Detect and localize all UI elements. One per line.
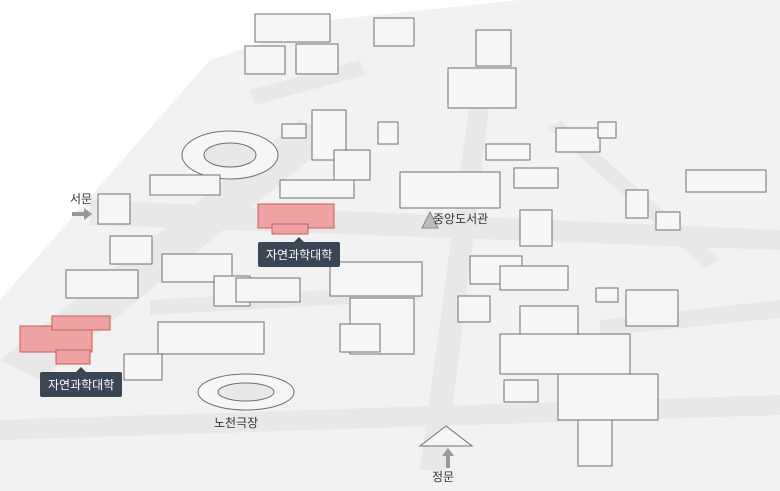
building-e5 [685, 169, 767, 193]
building-e1 [485, 143, 531, 161]
label-west-gate[interactable]: 서문 [70, 192, 93, 206]
building-s4 [577, 419, 613, 467]
building-w3 [109, 235, 153, 265]
library-building [399, 171, 501, 209]
building-c6 [329, 261, 423, 297]
building-w7 [235, 277, 301, 303]
library-marker-icon [421, 210, 439, 229]
building-w2 [97, 193, 131, 225]
building-e3 [555, 127, 601, 153]
building-m2 [499, 265, 569, 291]
building-c1 [281, 123, 307, 139]
arrow-right-icon [72, 208, 92, 220]
building-sw2 [123, 353, 163, 381]
building-s2 [503, 379, 539, 403]
building-c8 [339, 323, 381, 353]
callout-science-top[interactable]: 자연과학대학 [258, 237, 341, 267]
building-m4 [519, 305, 579, 337]
building-w1 [149, 174, 221, 196]
building-e6 [625, 189, 649, 219]
building-m5 [595, 287, 619, 303]
callout-science-left[interactable]: 자연과학대학 [40, 367, 123, 397]
building-n1 [254, 13, 331, 43]
building-s3 [557, 373, 659, 421]
building-m6 [625, 289, 679, 327]
building-n4 [373, 17, 415, 47]
arrow-up-icon [442, 448, 454, 468]
markers [72, 208, 454, 468]
building-ne1 [475, 29, 512, 67]
building-e4 [597, 121, 617, 139]
main-gate-structure [418, 425, 474, 447]
label-theater[interactable]: 노천극장 [214, 416, 259, 430]
building-e7 [655, 211, 681, 231]
label-library[interactable]: 중앙도서관 [433, 212, 489, 226]
building-ne2 [447, 67, 517, 109]
buildings [65, 13, 767, 467]
building-c4 [333, 149, 371, 181]
building-m3 [457, 295, 491, 323]
building-n2 [244, 45, 286, 75]
label-main-gate[interactable]: 정문 [432, 470, 455, 484]
building-sw1 [157, 321, 265, 355]
building-e8 [519, 209, 553, 247]
highlighted-buildings [19, 203, 335, 365]
building-e2 [513, 167, 559, 189]
building-c5 [377, 121, 399, 145]
building-n3 [295, 43, 339, 75]
building-s1 [499, 333, 631, 375]
building-c3 [279, 179, 355, 199]
building-w4 [65, 269, 139, 299]
